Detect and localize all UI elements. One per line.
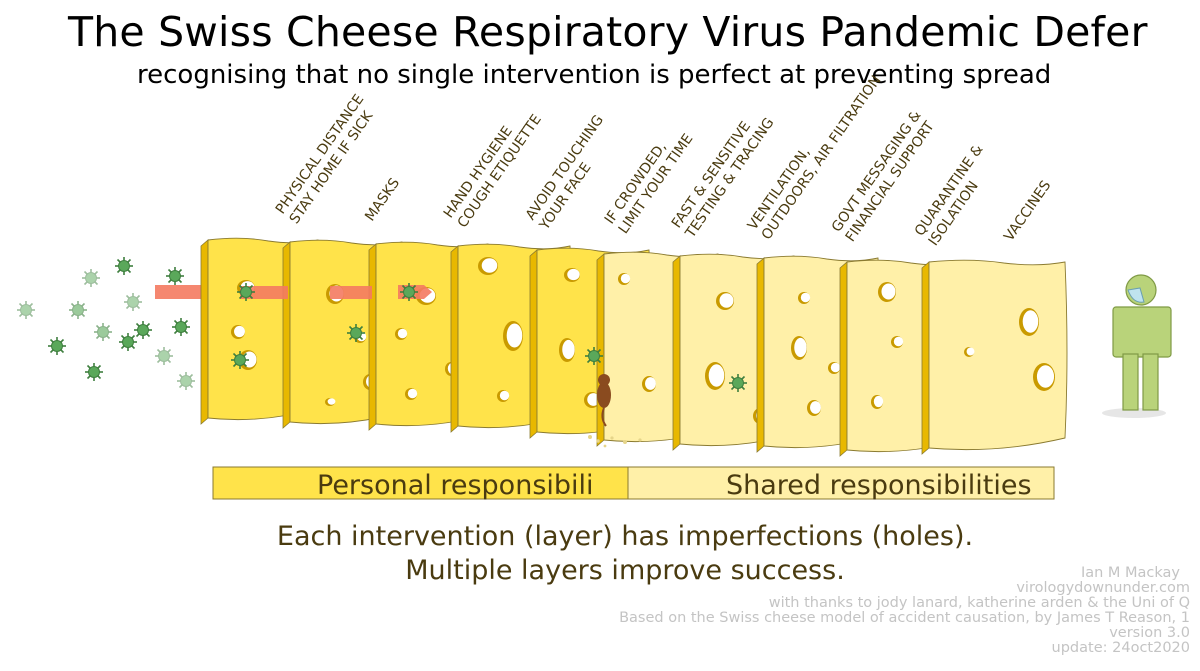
mouse-icon bbox=[588, 374, 642, 448]
personal-responsibility-bar bbox=[212, 466, 629, 500]
credit-update: update: 24oct2020 bbox=[1051, 640, 1190, 656]
shared-responsibility-label: Shared responsibilities bbox=[726, 470, 1032, 501]
virus-icon bbox=[123, 292, 143, 312]
virus-icon bbox=[47, 336, 67, 356]
diagram-subtitle: recognising that no single intervention … bbox=[137, 60, 1052, 90]
layer-label-9: Quarantine &isolation bbox=[912, 142, 1001, 249]
virus-icon bbox=[93, 322, 113, 342]
credit-thanks: with thanks to jody lanard, katherine ar… bbox=[768, 595, 1190, 611]
credit-based-on: Based on the Swiss cheese model of accid… bbox=[619, 610, 1190, 626]
virus-icon bbox=[171, 317, 191, 337]
virus-icon bbox=[133, 320, 153, 340]
virus-icon bbox=[346, 323, 366, 343]
virus-icon bbox=[236, 282, 256, 302]
cheese-layers bbox=[200, 237, 1068, 457]
credit-author: Ian M Mackay bbox=[1080, 565, 1180, 581]
virus-icon bbox=[118, 332, 138, 352]
virus-icon bbox=[399, 282, 419, 302]
personal-responsibility-label: Personal responsibili bbox=[317, 470, 594, 501]
virus-icon bbox=[728, 373, 748, 393]
diagram-title: The Swiss Cheese Respiratory Virus Pande… bbox=[68, 8, 1148, 56]
virus-icon bbox=[114, 256, 134, 276]
virus-icon bbox=[16, 300, 36, 320]
credit-version: version 3.0 bbox=[1109, 625, 1190, 641]
virus-icon bbox=[84, 362, 104, 382]
credit-site: virologydownunder.com bbox=[1016, 580, 1190, 596]
mask-icon bbox=[1127, 287, 1145, 303]
layer-label-1: Physical distancestay home if sick bbox=[273, 92, 382, 227]
credits: Ian M Mackay virologydownunder.com with … bbox=[619, 566, 1190, 656]
spread-arrow-tail bbox=[155, 285, 215, 299]
virus-icon bbox=[165, 266, 185, 286]
layer-label-2: Masks bbox=[362, 175, 403, 224]
virus-icon bbox=[68, 300, 88, 320]
caption-line-1: Each intervention (layer) has imperfecti… bbox=[276, 521, 974, 552]
caption-line-2: Multiple layers improve success. bbox=[405, 555, 845, 586]
virus-icon bbox=[230, 350, 250, 370]
spread-arrow-segment bbox=[330, 286, 372, 299]
virus-icon bbox=[154, 346, 174, 366]
cheese-layer-10 bbox=[921, 259, 1068, 455]
spread-arrow-segment bbox=[240, 286, 288, 299]
virus-icon bbox=[81, 268, 101, 288]
virus-icon bbox=[584, 346, 604, 366]
layer-label-10: Vaccines bbox=[1001, 178, 1054, 245]
shared-responsibility-bar bbox=[627, 466, 1055, 500]
person-icon bbox=[1102, 274, 1172, 418]
virus-icon bbox=[176, 371, 196, 391]
